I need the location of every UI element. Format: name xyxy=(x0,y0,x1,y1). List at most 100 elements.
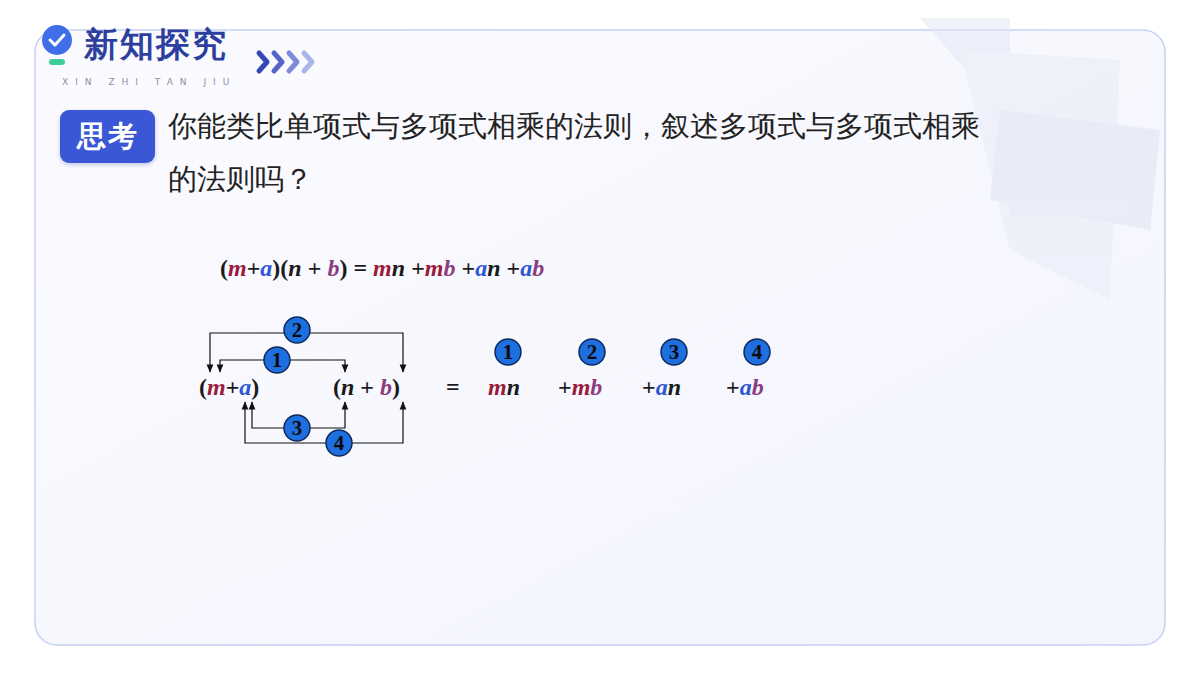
multiply-arrow xyxy=(210,333,403,443)
circle-shape xyxy=(579,339,605,365)
callout-number: 1 xyxy=(503,340,514,365)
math-symbol: ) xyxy=(339,255,347,281)
math-symbol xyxy=(374,374,380,400)
math-symbol: a xyxy=(520,255,532,281)
product-term: mn xyxy=(488,372,520,402)
math-symbol: a xyxy=(740,374,752,400)
circle-shape xyxy=(661,339,687,365)
math-symbol: ( xyxy=(333,374,341,400)
math-symbol: a xyxy=(475,255,487,281)
math-symbol: + xyxy=(507,255,521,281)
callout-number: 3 xyxy=(292,416,303,441)
title-underline xyxy=(62,72,260,74)
badge-text: 思考 xyxy=(77,117,139,157)
background-ornament xyxy=(920,18,1160,300)
math-symbol: m xyxy=(425,255,444,281)
math-symbol: n xyxy=(341,374,354,400)
math-symbol: m xyxy=(228,255,247,281)
circle-shape xyxy=(284,415,310,441)
math-symbol: b xyxy=(380,374,392,400)
math-symbol: + xyxy=(360,374,374,400)
math-symbol: + xyxy=(247,255,261,281)
equals-sign: = xyxy=(446,372,460,402)
chevrons xyxy=(259,53,312,71)
callout-number: 3 xyxy=(669,340,680,365)
math-symbol: a xyxy=(260,255,272,281)
math-symbol: n xyxy=(288,255,301,281)
math-symbol: m xyxy=(572,374,591,400)
slide-title: 新知探究 xyxy=(84,22,228,68)
product-term: +ab xyxy=(726,372,764,402)
step-number-circle: 2 xyxy=(283,316,311,344)
math-symbol: b xyxy=(752,374,764,400)
callout-number: 2 xyxy=(292,318,303,343)
step-number-circle: 2 xyxy=(578,338,606,366)
step-number-circle: 4 xyxy=(743,338,771,366)
circle-shape xyxy=(264,347,290,373)
math-symbol: n xyxy=(487,255,500,281)
step-number-circle: 1 xyxy=(494,338,522,366)
math-symbol: + xyxy=(226,374,240,400)
math-symbol xyxy=(501,255,507,281)
math-symbol: = xyxy=(353,255,367,281)
math-symbol: ( xyxy=(280,255,288,281)
math-symbol xyxy=(302,255,308,281)
math-symbol: ) xyxy=(251,374,259,400)
math-symbol: a xyxy=(239,374,251,400)
step-number-circle: 1 xyxy=(263,346,291,374)
math-symbol: b xyxy=(443,255,455,281)
math-symbol xyxy=(347,255,353,281)
factor: (m+a) xyxy=(199,372,259,402)
math-symbol xyxy=(354,374,360,400)
circle-shape xyxy=(326,430,352,456)
check-mark xyxy=(50,35,64,45)
math-symbol xyxy=(455,255,461,281)
math-symbol: = xyxy=(446,374,460,400)
circle-shape xyxy=(284,317,310,343)
math-symbol: + xyxy=(308,255,322,281)
math-symbol: m xyxy=(488,374,507,400)
title-pinyin: XIN ZHI TAN JIU xyxy=(62,77,236,87)
math-symbol: n xyxy=(668,374,681,400)
circle-shape xyxy=(495,339,521,365)
content-card xyxy=(35,30,1165,645)
equation: (m+a)(n + b) = mn +mb +an +ab xyxy=(220,253,544,283)
product-term: +an xyxy=(642,372,681,402)
math-symbol: + xyxy=(726,374,740,400)
callout-number: 1 xyxy=(272,348,283,373)
math-symbol: ( xyxy=(199,374,207,400)
math-symbol: + xyxy=(411,255,425,281)
math-symbol: m xyxy=(207,374,226,400)
math-symbol: + xyxy=(558,374,572,400)
bulb-base xyxy=(49,59,65,65)
math-symbol xyxy=(321,255,327,281)
math-symbol: n xyxy=(392,255,405,281)
circle-shape xyxy=(744,339,770,365)
factor: (n + b) xyxy=(333,372,400,402)
bulb-icon xyxy=(42,25,72,55)
math-symbol: b xyxy=(327,255,339,281)
math-symbol: a xyxy=(656,374,668,400)
step-number-circle: 3 xyxy=(283,414,311,442)
step-number-circle: 4 xyxy=(325,429,353,457)
math-symbol: n xyxy=(507,374,520,400)
math-symbol: ) xyxy=(272,255,280,281)
callout-number: 4 xyxy=(752,340,763,365)
math-symbol: + xyxy=(642,374,656,400)
step-number-circle: 3 xyxy=(660,338,688,366)
question-text: 你能类比单项式与多项式相乘的法则，叙述多项式与多项式相乘的法则吗？ xyxy=(168,100,998,206)
math-symbol xyxy=(367,255,373,281)
callout-number: 2 xyxy=(587,340,598,365)
math-symbol: ( xyxy=(220,255,228,281)
think-badge: 思考 xyxy=(60,110,155,163)
callout-number: 4 xyxy=(334,431,345,456)
math-symbol: b xyxy=(532,255,544,281)
math-symbol: + xyxy=(461,255,475,281)
math-symbol: m xyxy=(373,255,392,281)
math-symbol: b xyxy=(590,374,602,400)
product-term: +mb xyxy=(558,372,602,402)
math-symbol xyxy=(405,255,411,281)
math-symbol: ) xyxy=(392,374,400,400)
